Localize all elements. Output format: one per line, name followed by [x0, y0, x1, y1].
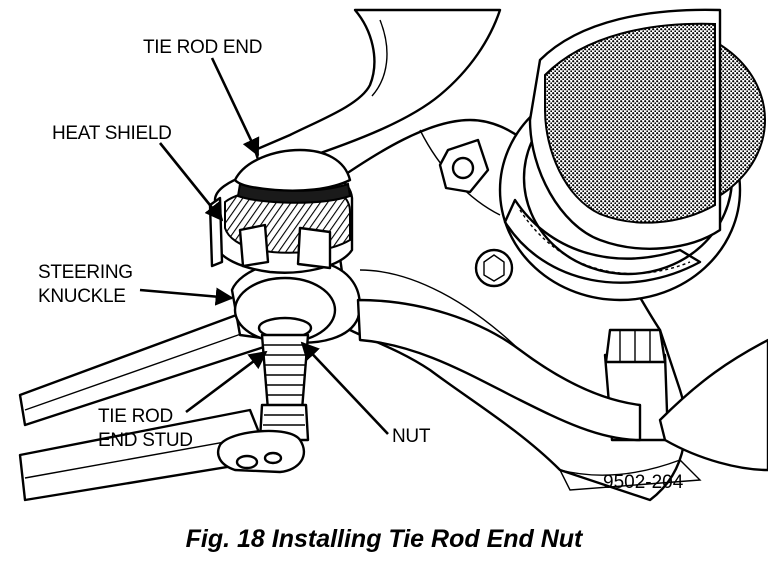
tie-rod-end: [233, 148, 352, 204]
figure-caption: Fig. 18 Installing Tie Rod End Nut: [185, 525, 583, 553]
label-steering-knuckle-line2: KNUCKLE: [38, 286, 126, 307]
figure-code: 9502-204: [603, 472, 684, 493]
leader-lines: [139, 57, 389, 435]
label-tie-rod-end-stud-line1: TIE ROD: [98, 406, 173, 427]
label-heat-shield: HEAT SHIELD: [52, 123, 172, 144]
label-steering-knuckle-line1: STEERING: [38, 262, 133, 283]
hub-assembly: [498, 8, 766, 302]
shadow-hatching: [558, 459, 702, 491]
label-tie-rod-end-stud-line2: END STUD: [98, 430, 193, 451]
label-tie-rod-end: TIE ROD END: [143, 37, 262, 58]
label-nut: NUT: [392, 426, 431, 447]
tie-rod: [18, 308, 272, 502]
tie-rod-end-stud: [216, 316, 313, 474]
